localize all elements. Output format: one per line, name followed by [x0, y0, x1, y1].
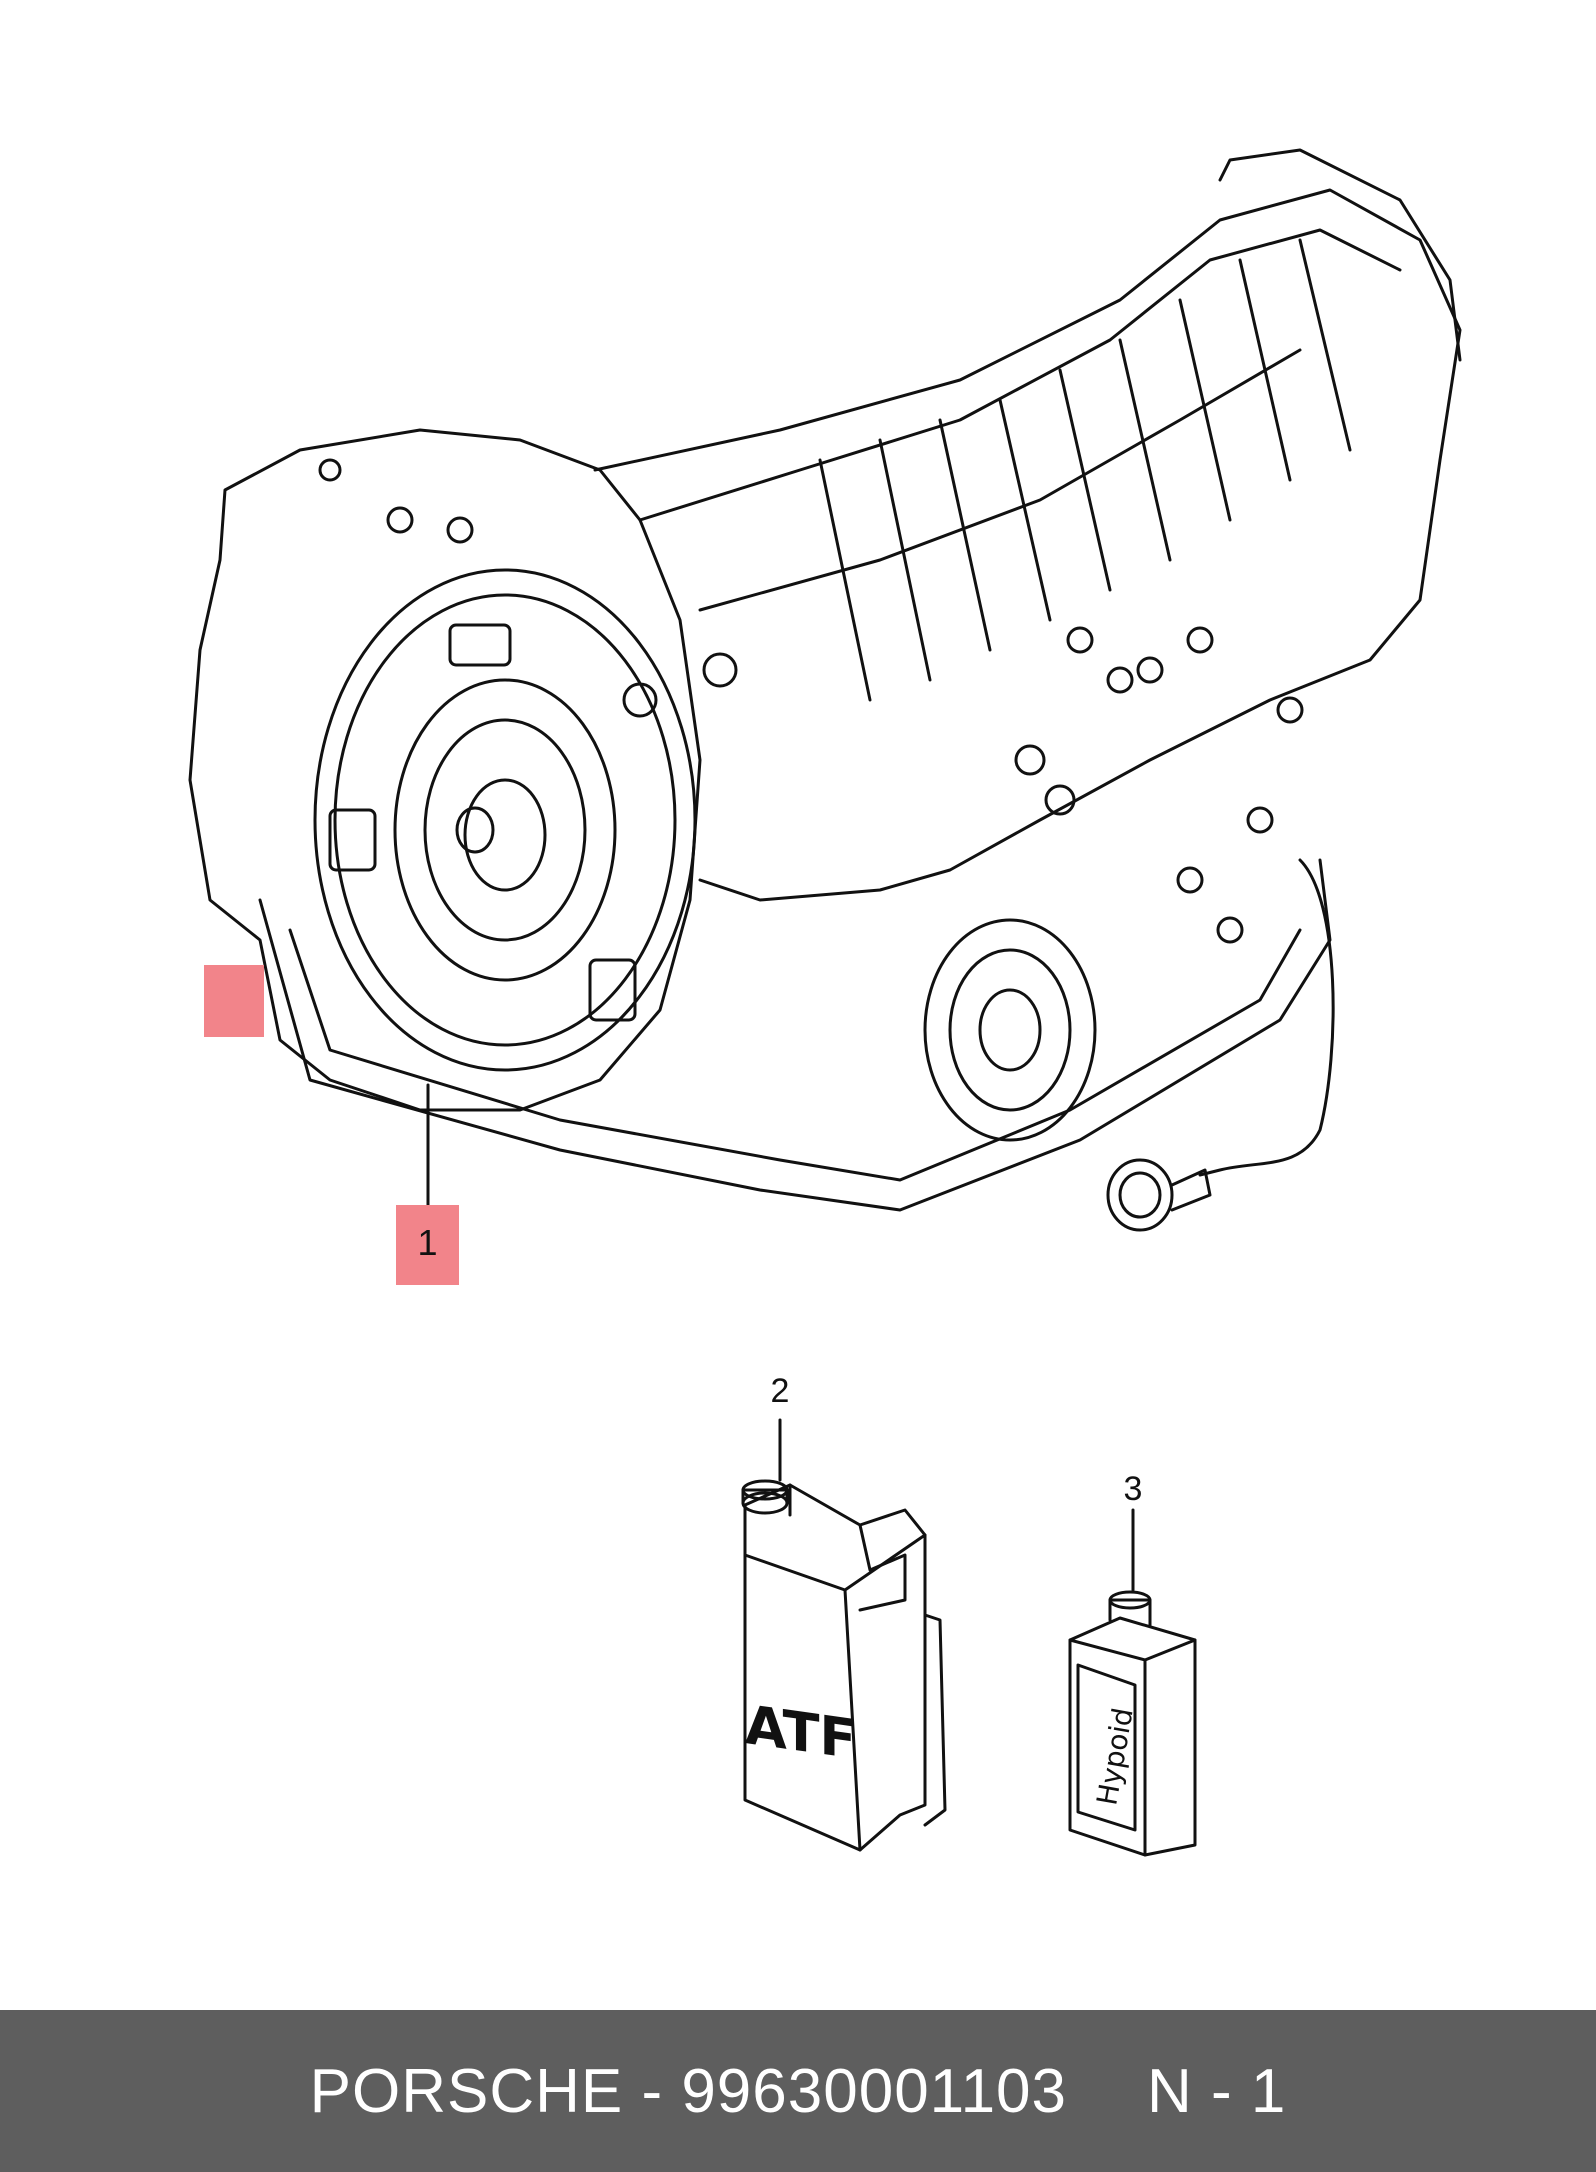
- parts-diagram: [188, 148, 1462, 1857]
- callout-box-item-1[interactable]: [396, 1205, 459, 1285]
- hypoid-bottle-drawing: [1068, 1508, 1197, 1857]
- highlight-marker: [204, 965, 264, 1037]
- callout-number-2[interactable]: 2: [770, 1372, 790, 1410]
- transmission-drawing: [188, 148, 1462, 1232]
- footer-page-indicator: N - 1: [1147, 2056, 1287, 2126]
- footer-bar: PORSCHE - 99630001103 N - 1: [0, 2010, 1596, 2172]
- footer-part-number: PORSCHE - 99630001103: [309, 2056, 1068, 2126]
- atf-canister-drawing: [741, 1418, 947, 1852]
- callout-number-3[interactable]: 3: [1123, 1470, 1143, 1508]
- callout-number-1[interactable]: 1: [417, 1222, 438, 1263]
